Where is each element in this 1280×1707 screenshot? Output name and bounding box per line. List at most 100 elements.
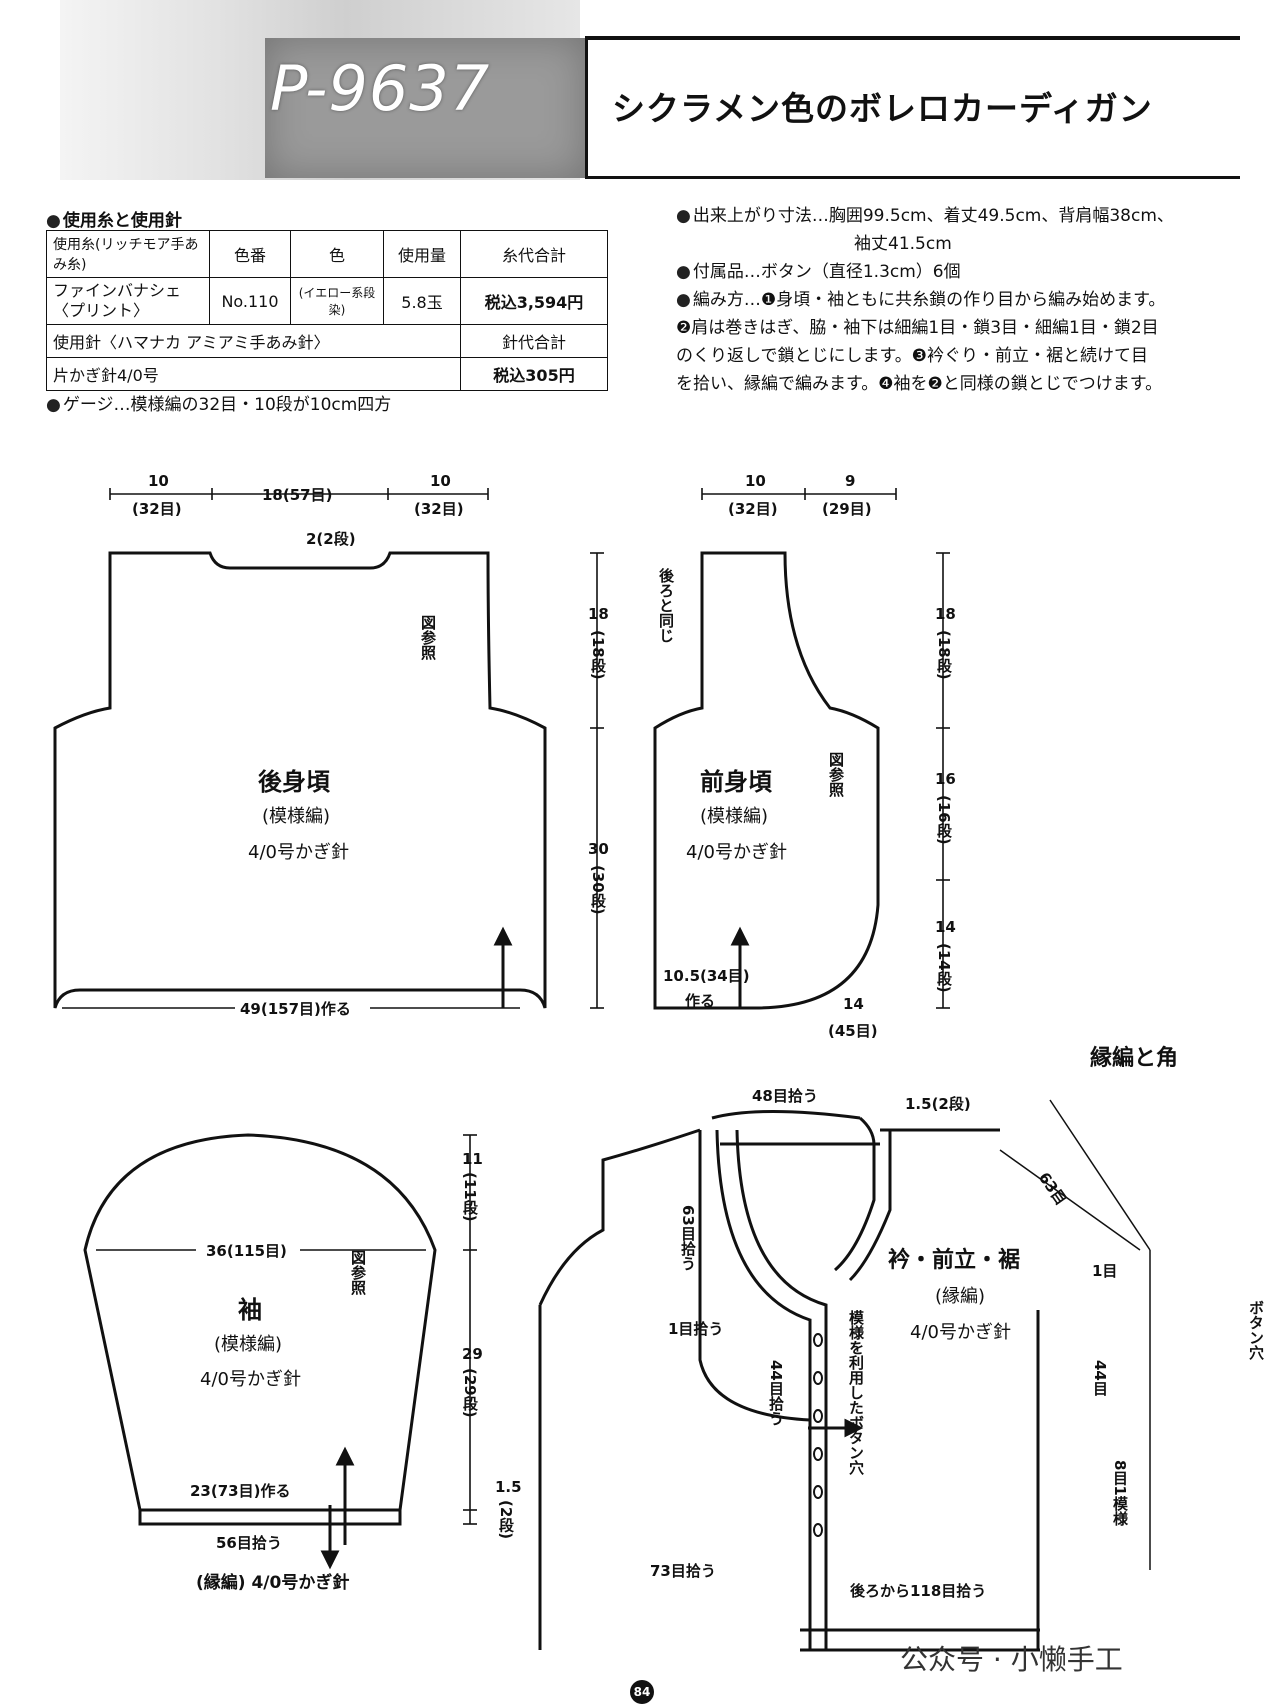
piece-name: 袖 (238, 1296, 262, 1324)
ref-label: 図参照 (419, 615, 437, 660)
dim-label: 23(73目)作る (190, 1482, 291, 1500)
table-cell: 税込305円 (460, 357, 608, 391)
dim-label: ボタン穴 (1247, 1300, 1265, 1360)
dim-label: (18段) (589, 630, 607, 680)
ref-label: 図参照 (349, 1250, 367, 1295)
edging-title: 縁編と角 (1090, 1046, 1179, 1071)
dim-label: 18 (588, 605, 609, 623)
dim-label: (18段) (935, 630, 953, 680)
collar-body-outline (538, 1128, 812, 1650)
method-text: を拾い、縁編で編みます。❹袖を❷と同様の鎖とじでつけます。 (676, 374, 1163, 394)
neckline (711, 1110, 892, 1282)
table-header: 使用糸(リッチモア手あみ糸) (46, 230, 210, 278)
dim-label: 30 (588, 840, 609, 858)
method-text: 編み方…❶身頃・袖ともに共糸鎖の作り目から編み始めます。 (676, 286, 1276, 314)
stitch-label: (模様編) (262, 806, 331, 827)
dim-label: (14段) (935, 943, 953, 993)
method-text: のくり返しで鎖とじにします。❸衿ぐり・前立・裾と続けて目 (676, 346, 1149, 366)
dim-label: 10.5(34目) (663, 967, 750, 985)
table-header: 使用量 (383, 230, 461, 278)
dim-label: 36(115目) (206, 1242, 287, 1260)
dim-label: 作る (685, 992, 716, 1010)
dim-label: (16段) (935, 795, 953, 845)
hook-label: 4/0号かぎ針 (248, 842, 349, 863)
stitch-label: (縁編) (935, 1286, 986, 1307)
dim-label: 1目 (1092, 1262, 1118, 1280)
dim-label: (32目) (132, 500, 182, 518)
hook-label: 4/0号かぎ針 (910, 1322, 1011, 1343)
dim-label: 1.5 (495, 1478, 522, 1496)
dim-label: 44目拾う (767, 1360, 785, 1426)
yarn-table: 使用糸(リッチモア手あみ糸) 色番 色 使用量 糸代合計 ファインバナシェ 〈プ… (46, 230, 608, 391)
hook-label: 4/0号かぎ針 (200, 1369, 301, 1390)
dim-label: (45目) (828, 1022, 878, 1040)
table-cell: 片かぎ針4/0号 (46, 357, 461, 391)
dim-label: (32目) (728, 500, 778, 518)
dim-label: (2段) (497, 1500, 515, 1540)
header-band (265, 38, 585, 178)
buttonhole-label: 模様を利用したボタン穴 (847, 1310, 865, 1475)
stitch-label: (模様編) (214, 1334, 283, 1355)
dim-label: 18 (935, 605, 956, 623)
piece-name: 衿・前立・裾 (888, 1248, 1021, 1273)
ref-label: 図参照 (827, 752, 845, 797)
dim-label: 9 (845, 472, 856, 490)
ref-label: 後ろと同じ (657, 568, 675, 643)
dim-label: 14 (843, 995, 864, 1013)
dim-label: 44目 (1091, 1360, 1109, 1396)
dim-label: 10 (745, 472, 766, 490)
dim-label: 29 (462, 1345, 483, 1363)
front-band-inner (715, 1129, 828, 1650)
dim-label: 56目拾う (216, 1534, 282, 1552)
cuff-band (138, 1508, 402, 1526)
piece-name: 前身頃 (700, 768, 772, 796)
table-header: 使用針〈ハマナカ アミアミ手あみ針〉 (46, 324, 461, 358)
page-number: 84 (630, 1680, 654, 1704)
dim-label: 49(157目)作る (240, 1000, 351, 1018)
watermark: 公众号 · 小懒手工 (900, 1643, 1123, 1676)
front-body-outline (653, 551, 880, 1010)
dim-label: 48目拾う (752, 1087, 818, 1105)
dim-label: 16 (935, 770, 956, 788)
table-cell: No.110 (209, 277, 291, 325)
specs-block: 出来上がり寸法…胸囲99.5cm、着丈49.5cm、背肩幅38cm、 袖丈41.… (676, 202, 1276, 398)
dim-label: 10 (148, 472, 169, 490)
dim-label: 1.5(2段) (905, 1095, 971, 1113)
dim-label: 8目1模様 (1111, 1460, 1129, 1526)
dim-label: 1目拾う (668, 1320, 724, 1338)
edging-chart (999, 1099, 1151, 1570)
stitch-label: (模様編) (700, 806, 769, 827)
header-divider (585, 36, 588, 179)
sleeve-outline (83, 1133, 437, 1512)
method-text: ❷肩は巻きはぎ、脇・袖下は細編1目・鎖3目・細編1目・鎖2目 (676, 318, 1159, 338)
accessories-text: 付属品…ボタン（直径1.3cm）6個 (676, 258, 1276, 286)
dim-label: 11 (462, 1150, 483, 1168)
size-text: 出来上がり寸法…胸囲99.5cm、着丈49.5cm、背肩幅38cm、 (676, 202, 1276, 230)
dim-label: (32目) (414, 500, 464, 518)
table-header: 糸代合計 (460, 230, 608, 278)
dim-label: (30段) (589, 865, 607, 915)
gauge-text: ゲージ…模様編の32目・10段が10cm四方 (46, 390, 391, 415)
dim-label: 2(2段) (306, 530, 356, 548)
dim-label: 10 (430, 472, 451, 490)
dim-label: 18(57目) (262, 486, 333, 504)
materials-heading: 使用糸と使用針 (46, 206, 182, 231)
dim-label: 後ろから118目拾う (850, 1582, 987, 1600)
dim-label: 63目拾う (679, 1205, 697, 1271)
back-body-outline (53, 551, 547, 1009)
dim-label: 14 (935, 918, 956, 936)
pattern-number: P-9637 (270, 52, 491, 125)
dim-label: (縁編) 4/0号かぎ針 (196, 1573, 350, 1593)
hook-label: 4/0号かぎ針 (686, 842, 787, 863)
buttons (813, 1333, 823, 1537)
header-rule (585, 36, 1240, 40)
dim-label: (29目) (822, 500, 872, 518)
size-text-cont: 袖丈41.5cm (854, 234, 952, 254)
table-cell: (イエロー系段染) (290, 277, 384, 325)
header-rule (585, 176, 1240, 179)
piece-name: 後身頃 (258, 768, 330, 796)
dim-label: (11段) (461, 1172, 479, 1222)
dim-label: (29段) (461, 1368, 479, 1418)
page-title: シクラメン色のボレロカーディガン (612, 89, 1153, 128)
